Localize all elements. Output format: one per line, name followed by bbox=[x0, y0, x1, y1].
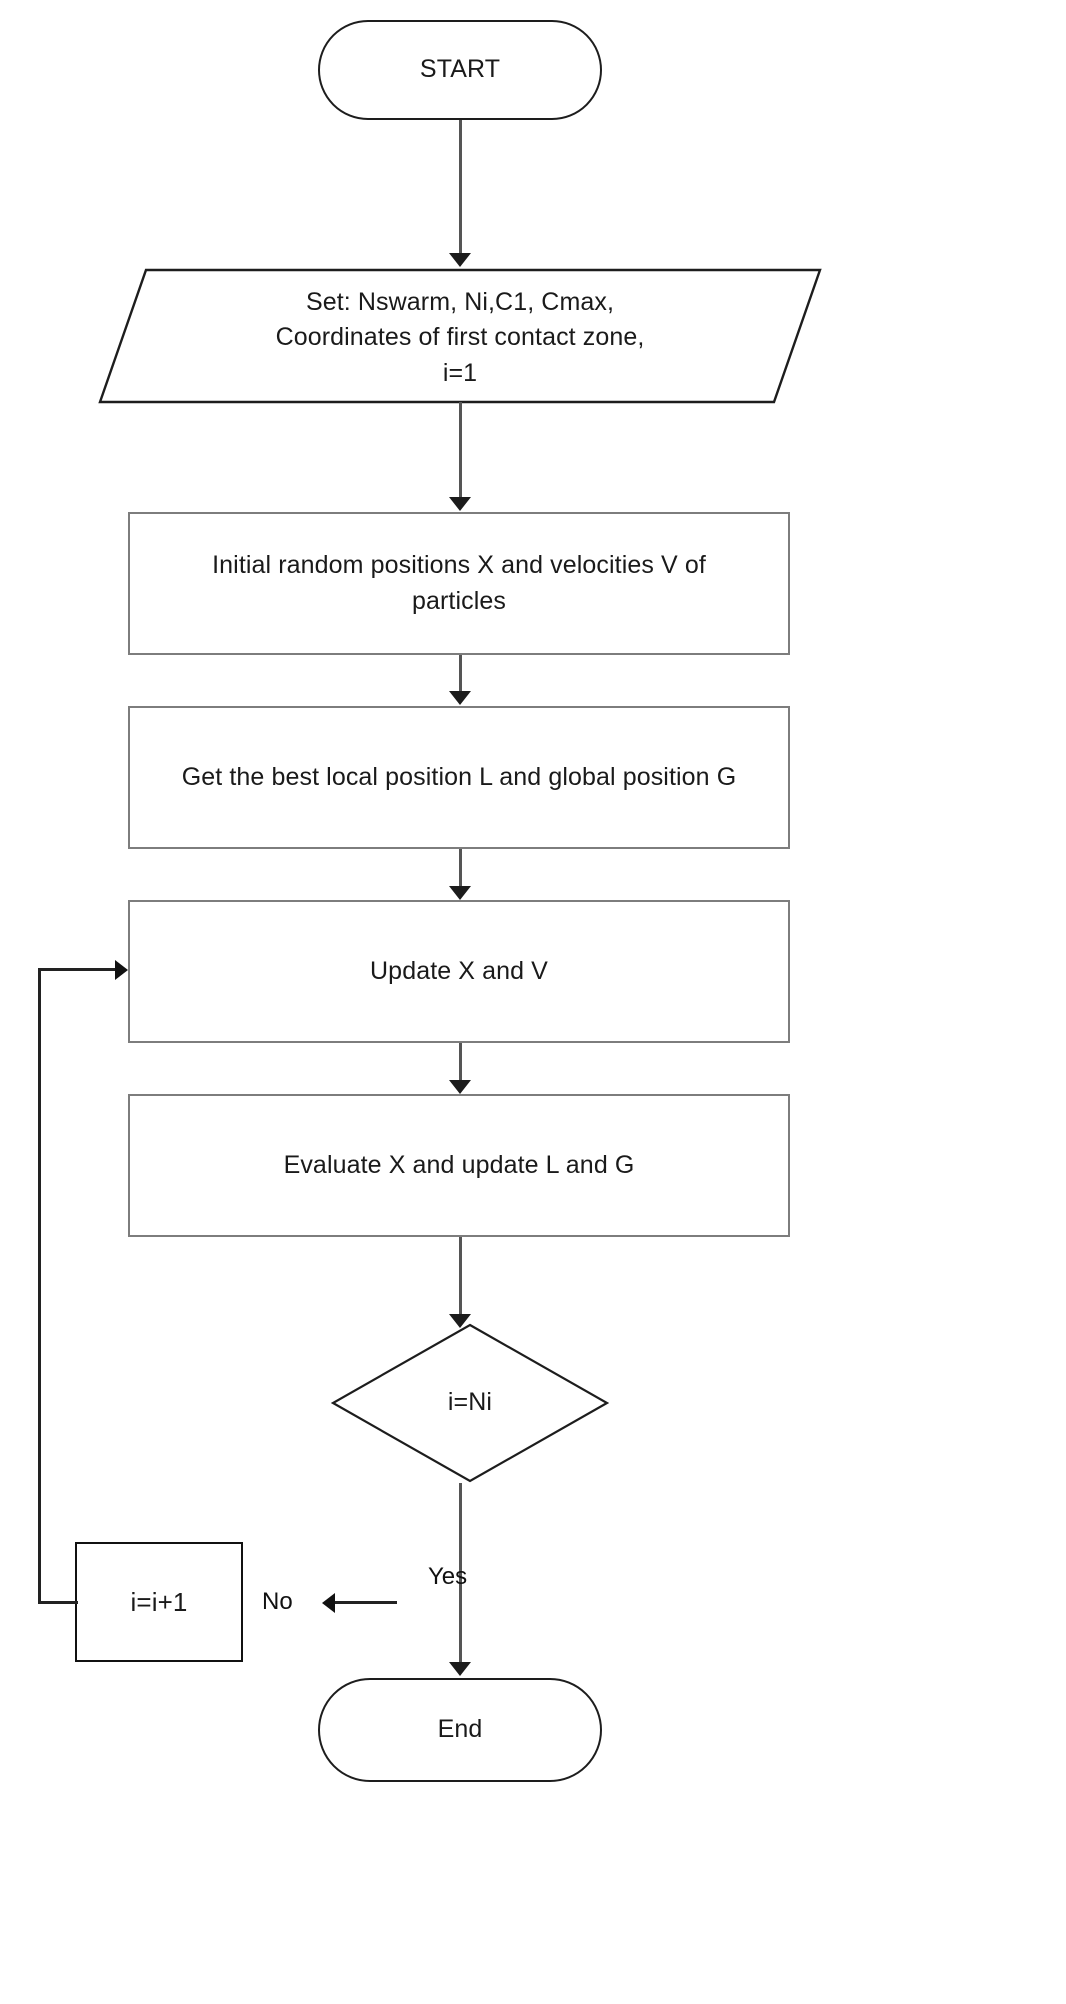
arrowhead-update-to-evaluate bbox=[449, 1080, 471, 1094]
node-end[interactable]: End bbox=[318, 1678, 602, 1782]
node-best-label: Get the best local position L and global… bbox=[181, 762, 737, 791]
arrowhead-decision-to-increment bbox=[322, 1593, 335, 1613]
arrowhead-setup-to-init bbox=[449, 497, 471, 511]
connector-loop-vertical bbox=[38, 968, 41, 1603]
node-init[interactable]: Initial random positions X and velocitie… bbox=[128, 512, 790, 655]
connector-init-to-best bbox=[459, 655, 462, 692]
connector-setup-to-init bbox=[459, 402, 462, 498]
connector-start-to-setup bbox=[459, 120, 462, 254]
node-evaluate[interactable]: Evaluate X and update L and G bbox=[128, 1094, 790, 1237]
node-update[interactable]: Update X and V bbox=[128, 900, 790, 1043]
arrowhead-evaluate-to-decision bbox=[449, 1314, 471, 1328]
node-init-label: Initial random positions X and velocitie… bbox=[212, 551, 706, 615]
connector-evaluate-to-decision bbox=[459, 1237, 462, 1315]
node-increment-label: i=i+1 bbox=[130, 1586, 188, 1617]
edge-label-yes: Yes bbox=[428, 1563, 468, 1590]
connector-update-to-evaluate bbox=[459, 1043, 462, 1081]
connector-loop-into-update bbox=[38, 968, 116, 971]
arrowhead-best-to-update bbox=[449, 886, 471, 900]
node-update-label: Update X and V bbox=[370, 956, 548, 985]
node-evaluate-label: Evaluate X and update L and G bbox=[283, 1150, 635, 1179]
connector-decision-to-end bbox=[459, 1483, 462, 1663]
edge-label-no: No bbox=[262, 1588, 293, 1615]
node-decision[interactable]: i=Ni bbox=[331, 1323, 609, 1483]
arrowhead-loop-into-update bbox=[115, 960, 128, 980]
arrowhead-decision-to-end bbox=[449, 1662, 471, 1676]
arrowhead-init-to-best bbox=[449, 691, 471, 705]
node-best[interactable]: Get the best local position L and global… bbox=[128, 706, 790, 849]
node-start[interactable]: START bbox=[318, 20, 602, 120]
connector-best-to-update bbox=[459, 849, 462, 887]
node-setup[interactable]: Set: Nswarm, Ni,C1, Cmax, Coordinates of… bbox=[98, 268, 822, 404]
node-increment[interactable]: i=i+1 bbox=[75, 1542, 243, 1662]
connector-increment-loop-left bbox=[38, 1601, 78, 1604]
node-start-label: START bbox=[419, 55, 501, 84]
node-end-label: End bbox=[437, 1715, 483, 1744]
arrowhead-start-to-setup bbox=[449, 253, 471, 267]
connector-decision-to-increment bbox=[333, 1601, 397, 1604]
